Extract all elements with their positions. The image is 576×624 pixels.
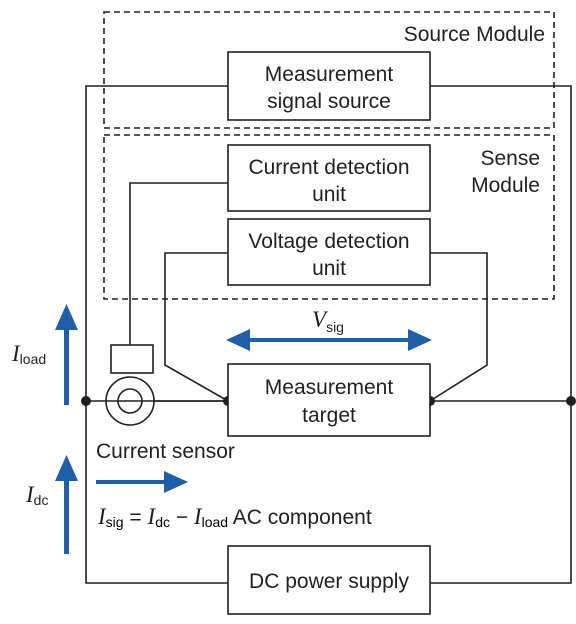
sense-module-boundary (103, 134, 555, 300)
wire-right-loop (430, 85, 572, 584)
voltage-detection-line2: unit (312, 257, 346, 280)
measurement-target-block: Measurement target (227, 363, 431, 437)
source-module-boundary (103, 11, 555, 129)
current-detection-block: Current detection unit (227, 144, 431, 212)
wire-voltage-left (164, 252, 229, 402)
source-module-label: Source Module (404, 23, 545, 46)
signal-source-line2: signal source (267, 90, 391, 113)
dc-power-supply-label: DC power supply (249, 570, 409, 593)
junction-left (81, 396, 91, 406)
isig-equation: Isig = Idc − Iload AC component (97, 504, 372, 530)
measurement-target-line2: target (302, 404, 356, 427)
signal-source-line1: Measurement (265, 63, 394, 86)
vsig-label: Vsig (312, 307, 344, 335)
iload-label: Iload (11, 341, 46, 367)
wire-voltage-right (429, 252, 488, 402)
wire-current-detection (129, 182, 228, 345)
vsig-double-arrow (226, 329, 432, 351)
idc-up-arrow (55, 455, 78, 554)
current-sensor-label: Current sensor (96, 440, 235, 463)
sense-module-label-line1: Sense (480, 147, 540, 170)
current-detection-line2: unit (312, 183, 346, 206)
voltage-detection-block: Voltage detection unit (227, 218, 431, 286)
voltage-detection-line1: Voltage detection (248, 230, 409, 253)
iload-up-arrow (55, 304, 78, 405)
sense-module-label-line2: Module (471, 174, 540, 197)
measurement-target-line1: Measurement (265, 376, 394, 399)
dc-power-supply-block: DC power supply (227, 545, 431, 615)
current-detection-line1: Current detection (248, 156, 409, 179)
idc-label: Idc (25, 482, 48, 508)
signal-source-block: Measurement signal source (227, 51, 431, 121)
current-sensor-icon (105, 344, 228, 426)
junction-right (566, 396, 576, 406)
isig-right-arrow (96, 471, 188, 493)
wire-left-loop (85, 85, 228, 584)
